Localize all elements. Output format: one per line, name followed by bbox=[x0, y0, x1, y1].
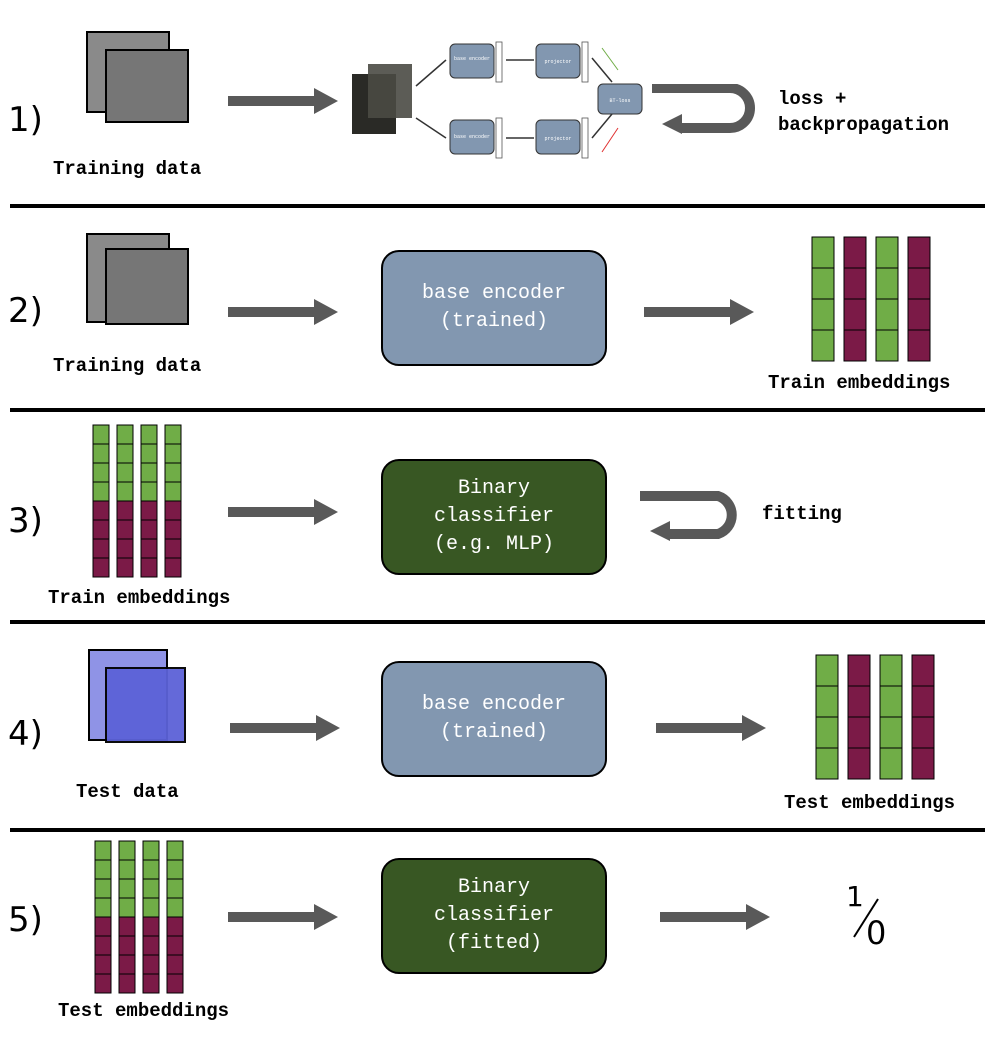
emb5-col-3 bbox=[142, 840, 160, 994]
emb5-col-2 bbox=[118, 840, 136, 994]
loop-arrow-3 bbox=[640, 491, 737, 541]
separator-3 bbox=[10, 620, 985, 624]
arrow-right-2b bbox=[644, 299, 754, 325]
emb5-col-4 bbox=[166, 840, 184, 994]
train-embeddings-columns-row3 bbox=[92, 424, 182, 578]
step-1-number: 1) bbox=[8, 100, 43, 140]
emb5-col-1 bbox=[94, 840, 112, 994]
output-denominator: 0 bbox=[866, 914, 887, 952]
training-data-label-1: Training data bbox=[53, 158, 202, 180]
emb3-col-3 bbox=[140, 424, 158, 578]
binary-classifier-box-3: Binary classifier (e.g. MLP) bbox=[381, 459, 607, 575]
arrow-right-5a bbox=[228, 904, 338, 930]
arrow-right-5b bbox=[660, 904, 770, 930]
arrow-right-2a bbox=[228, 299, 338, 325]
training-data-stack-2 bbox=[86, 233, 189, 325]
test-embeddings-columns-row5 bbox=[94, 840, 184, 994]
box4-line2: (trained) bbox=[439, 721, 549, 744]
emb3-col-2 bbox=[116, 424, 134, 578]
arrow-right-4b bbox=[656, 715, 766, 741]
base-encoder-trained-box-4: base encoder (trained) bbox=[381, 661, 607, 777]
separator-1 bbox=[10, 204, 985, 208]
fitting-label: fitting bbox=[762, 503, 842, 525]
test-embeddings-columns-row4 bbox=[815, 654, 935, 780]
emb4-col-4 bbox=[911, 654, 935, 780]
box3-line3: (e.g. MLP) bbox=[433, 533, 555, 556]
emb-col-3 bbox=[875, 236, 899, 362]
arrow-right-3 bbox=[228, 499, 338, 525]
separator-4 bbox=[10, 828, 985, 832]
emb4-col-1 bbox=[815, 654, 839, 780]
output-fraction-slash bbox=[853, 898, 879, 938]
box5-line3: (fitted) bbox=[445, 932, 542, 955]
emb3-col-1 bbox=[92, 424, 110, 578]
train-embeddings-columns-row2 bbox=[811, 236, 931, 362]
emb4-col-2 bbox=[847, 654, 871, 780]
mini-projector-top: projector bbox=[544, 59, 571, 65]
box3-line1: Binary bbox=[457, 477, 530, 500]
output-numerator: 1 bbox=[846, 880, 864, 913]
mini-base-encoder-top: base encoder bbox=[454, 56, 490, 62]
separator-2 bbox=[10, 408, 985, 412]
base-encoder-trained-box-2: base encoder (trained) bbox=[381, 250, 607, 366]
step-2-number: 2) bbox=[8, 291, 43, 331]
box5-line2: classifier bbox=[433, 904, 555, 927]
arrow-right-4a bbox=[230, 715, 340, 741]
box5-line1: Binary bbox=[457, 876, 530, 899]
emb4-col-3 bbox=[879, 654, 903, 780]
box2-line1: base encoder bbox=[421, 282, 567, 305]
box2-line2: (trained) bbox=[439, 310, 549, 333]
training-data-stack-1 bbox=[86, 31, 189, 123]
loss-label-line1: loss + bbox=[778, 88, 847, 110]
mini-base-encoder-bottom: base encoder bbox=[454, 134, 490, 140]
emb-col-4 bbox=[907, 236, 931, 362]
mini-loss-box: BT-loss bbox=[609, 98, 630, 104]
box4-line1: base encoder bbox=[421, 693, 567, 716]
step-4-number: 4) bbox=[8, 714, 43, 754]
box3-line2: classifier bbox=[433, 505, 555, 528]
arrow-right-1 bbox=[228, 88, 338, 114]
test-embeddings-label-5: Test embeddings bbox=[58, 1000, 230, 1022]
emb3-col-4 bbox=[164, 424, 182, 578]
step-5-number: 5) bbox=[8, 900, 43, 940]
test-data-label: Test data bbox=[76, 781, 179, 803]
training-data-label-2: Training data bbox=[53, 355, 202, 377]
emb-col-2 bbox=[843, 236, 867, 362]
barlow-twins-mini-diagram: base encoder base encoder projector proj… bbox=[352, 41, 643, 159]
step-3-number: 3) bbox=[8, 501, 43, 541]
train-embeddings-label-3: Train embeddings bbox=[48, 587, 231, 609]
emb-col-1 bbox=[811, 236, 835, 362]
binary-classifier-box-5: Binary classifier (fitted) bbox=[381, 858, 607, 974]
test-embeddings-label-4: Test embeddings bbox=[784, 792, 956, 814]
test-data-stack bbox=[88, 649, 186, 743]
mini-projector-bottom: projector bbox=[544, 136, 571, 142]
loop-arrow-1 bbox=[652, 84, 755, 134]
train-embeddings-label-2: Train embeddings bbox=[768, 372, 951, 394]
loss-label-line2: backpropagation bbox=[778, 114, 950, 136]
